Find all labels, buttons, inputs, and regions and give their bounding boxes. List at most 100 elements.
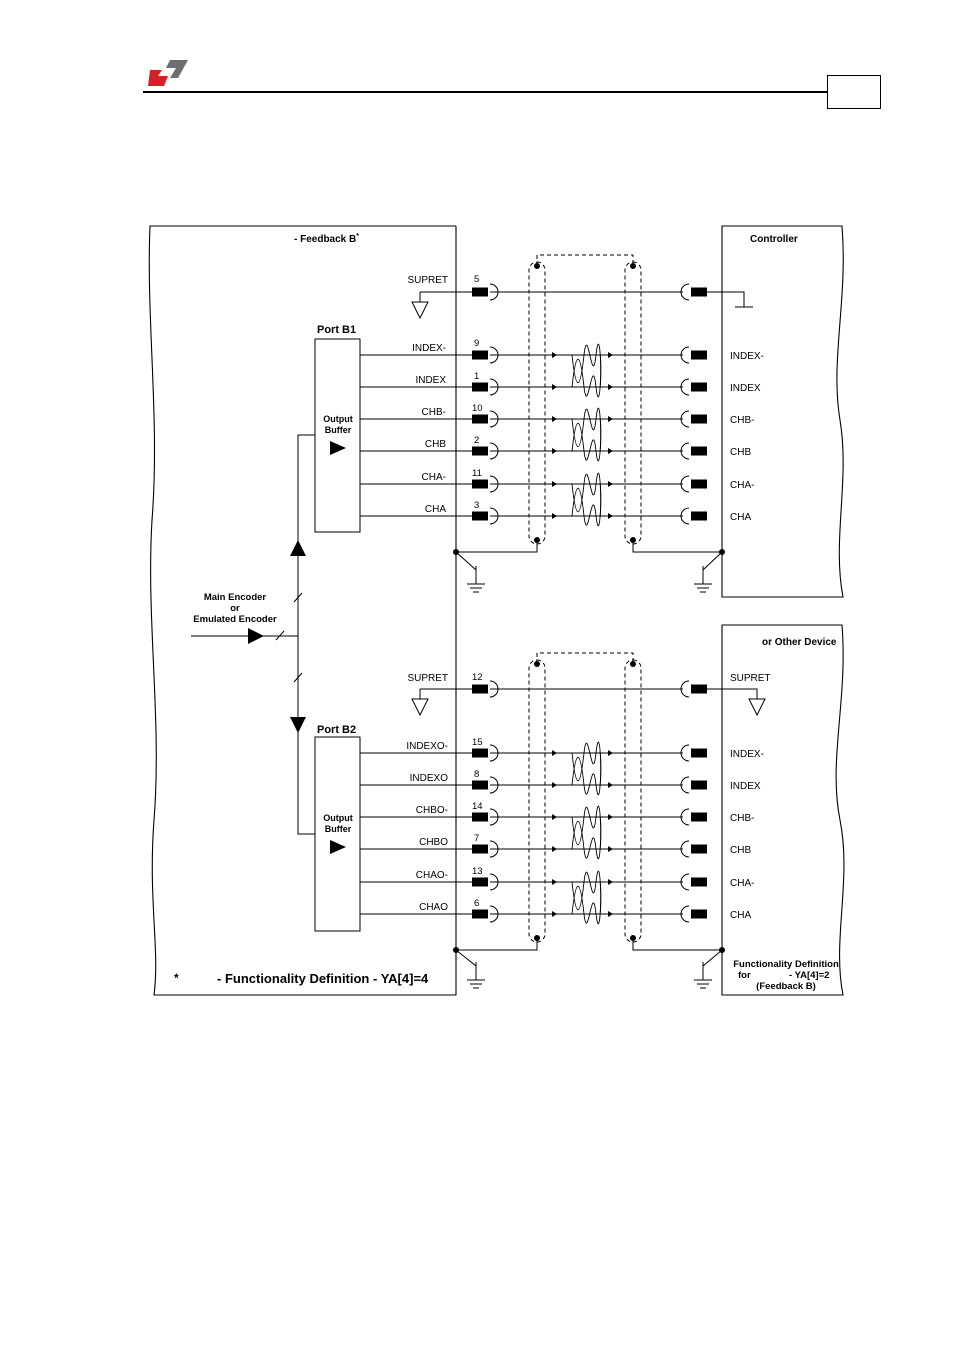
port-b1-output-buffer xyxy=(314,338,361,533)
port-b2-shield-drain-left xyxy=(456,938,538,951)
svg-text:CHA-: CHA- xyxy=(730,878,754,889)
port-b1-supret-socket xyxy=(680,283,708,301)
other-device-box-outline xyxy=(721,624,845,996)
svg-text:INDEX-: INDEX- xyxy=(730,351,764,362)
port-b1-row-cha: CHA 3 CHA xyxy=(360,500,751,525)
svg-text:3: 3 xyxy=(474,500,479,511)
port-b1-title: Port B1 xyxy=(317,324,356,336)
svg-text:INDEX: INDEX xyxy=(730,383,761,394)
port-b1-row-chb-minus: CHB- 10 CHB- xyxy=(360,403,754,428)
port-b2-output-buffer xyxy=(314,736,361,932)
bus-arrow-up-icon xyxy=(290,540,306,556)
right-footnote-line2b: - YA[4]=2 xyxy=(789,970,829,981)
svg-text:11: 11 xyxy=(472,468,482,479)
port-b2-buffer-arrow-icon xyxy=(330,840,346,854)
svg-text:CHB: CHB xyxy=(425,439,446,450)
port-b1-buffer-label-2: Buffer xyxy=(325,425,352,435)
bus-arrow-down-icon xyxy=(290,717,306,733)
port-b1-shield-drain-right xyxy=(632,540,722,553)
port-b1-cable-shield xyxy=(528,254,642,545)
port-b2-row-indexo: INDEXO 8 INDEX xyxy=(360,769,761,794)
right-footnote-line1: Functionality Definition xyxy=(733,959,839,970)
svg-text:9: 9 xyxy=(474,338,479,349)
port-b1-shield-drain-left xyxy=(456,540,538,553)
port-b2-buffer-label-1: Output xyxy=(323,813,353,823)
svg-text:CHB-: CHB- xyxy=(422,407,446,418)
svg-text:2: 2 xyxy=(474,435,479,446)
svg-text:INDEX-: INDEX- xyxy=(412,343,446,354)
bus-slash-upper xyxy=(293,592,303,603)
port-b2-row-chbo-minus: CHBO- 14 CHB- xyxy=(360,801,754,826)
encoder-label-line2: or xyxy=(230,603,240,614)
svg-text:INDEXO-: INDEXO- xyxy=(406,741,448,752)
controller-title: Controller xyxy=(750,234,798,245)
svg-text:CHAO-: CHAO- xyxy=(416,870,448,881)
svg-text:8: 8 xyxy=(474,769,479,780)
svg-text:15: 15 xyxy=(472,737,483,748)
left-footnote: - Functionality Definition - YA[4]=4 xyxy=(217,971,429,986)
encoder-label-line3: Emulated Encoder xyxy=(193,614,277,625)
port-b2-row-chao: CHAO 6 CHA xyxy=(360,898,751,923)
svg-text:CHB-: CHB- xyxy=(730,415,754,426)
svg-text:CHA: CHA xyxy=(425,504,446,515)
svg-text:INDEX: INDEX xyxy=(415,375,446,386)
port-b2-left-ground-icon xyxy=(466,961,486,989)
port-b1-row-chb: CHB 2 CHB xyxy=(360,435,751,460)
logo-gray-shape xyxy=(166,60,188,78)
port-b2-supret-ground-icon xyxy=(411,688,429,716)
port-b2-shield-drain-right xyxy=(632,938,722,951)
svg-text:CHB-: CHB- xyxy=(730,813,754,824)
svg-text:INDEXO: INDEXO xyxy=(410,773,449,784)
svg-text:CHA-: CHA- xyxy=(422,472,446,483)
port-b1-twisted-pairs xyxy=(571,343,602,527)
port-b2-cable-shield xyxy=(528,652,642,943)
svg-text:14: 14 xyxy=(472,801,483,812)
other-device-supret-label: SUPRET xyxy=(730,673,771,684)
port-b1-supret-pin: 5 xyxy=(474,274,479,285)
port-b2-supret-socket xyxy=(680,680,708,698)
svg-text:13: 13 xyxy=(472,866,483,877)
svg-text:CHB: CHB xyxy=(730,845,751,856)
svg-text:CHA-: CHA- xyxy=(730,480,754,491)
port-b2-buffer-label-2: Buffer xyxy=(325,824,352,834)
port-b2-twisted-pairs xyxy=(571,741,602,925)
page-number-box xyxy=(827,75,881,109)
encoder-bus-slash xyxy=(275,630,285,641)
controller-ground-wire xyxy=(707,291,745,307)
port-b2-supret-label: SUPRET xyxy=(407,673,448,684)
encoder-label-line1: Main Encoder xyxy=(204,592,267,603)
svg-text:CHA: CHA xyxy=(730,512,751,523)
other-device-supret-ground-icon xyxy=(748,688,766,716)
port-b1-row-cha-minus: CHA- 11 CHA- xyxy=(360,468,754,493)
port-b1-buffer-arrow-icon xyxy=(330,441,346,455)
bus-to-buffer-b2 xyxy=(297,733,315,835)
svg-text:6: 6 xyxy=(474,898,479,909)
encoder-arrow-icon xyxy=(248,628,264,644)
port-b2-supret-pin: 12 xyxy=(472,672,483,683)
port-b2-direction-ticks xyxy=(552,750,613,917)
left-footnote-star: * xyxy=(174,971,179,985)
svg-text:CHBO-: CHBO- xyxy=(416,805,448,816)
port-b2-row-indexo-minus: INDEXO- 15 INDEX- xyxy=(360,737,764,762)
feedback-b-title: - Feedback B* xyxy=(294,233,359,245)
other-device-title: or Other Device xyxy=(762,637,837,648)
svg-text:INDEX-: INDEX- xyxy=(730,749,764,760)
port-b1-row-index-minus: INDEX- 9 INDEX- xyxy=(360,338,764,364)
port-b2-right-ground-icon xyxy=(693,961,713,989)
controller-box-outline xyxy=(721,225,844,598)
svg-text:1: 1 xyxy=(474,371,479,382)
port-b2-title: Port B2 xyxy=(317,724,356,736)
port-b1-buffer-label-1: Output xyxy=(323,414,353,424)
svg-text:CHB: CHB xyxy=(730,447,751,458)
port-b1-row-index: INDEX 1 INDEX xyxy=(360,371,761,396)
port-b1-right-ground-icon xyxy=(693,565,713,593)
elmo-logo-icon xyxy=(148,58,190,88)
svg-text:CHA: CHA xyxy=(730,910,751,921)
port-b2-row-chbo: CHBO 7 CHB xyxy=(360,833,751,858)
header-rule xyxy=(143,91,827,93)
port-b1-direction-ticks xyxy=(552,352,613,519)
svg-text:7: 7 xyxy=(474,833,479,844)
svg-text:INDEX: INDEX xyxy=(730,781,761,792)
port-b1-supret-label: SUPRET xyxy=(407,275,448,286)
